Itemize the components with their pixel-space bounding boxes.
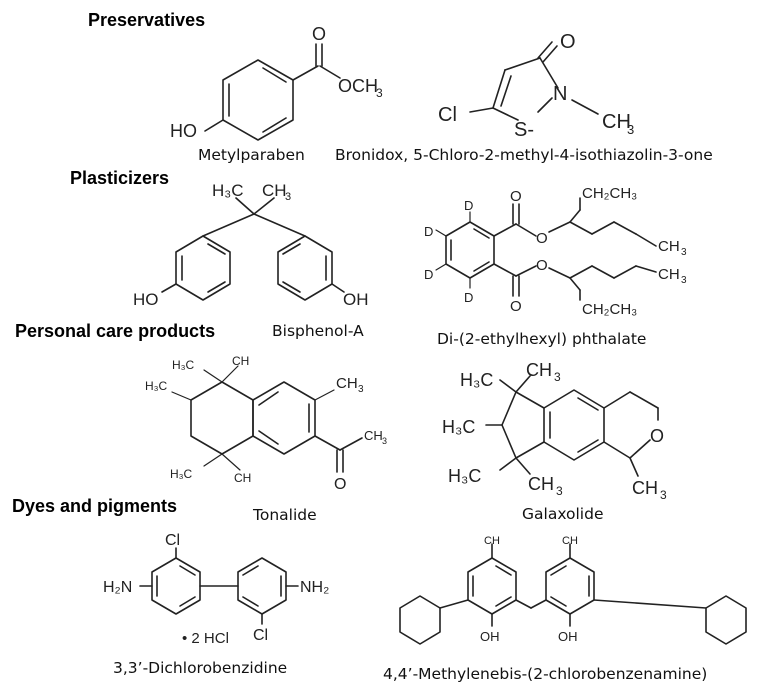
atom-o: O bbox=[650, 426, 664, 446]
atom-ch3: CH bbox=[602, 111, 631, 133]
atom-d: D bbox=[464, 198, 473, 213]
atom-ch3: CH bbox=[528, 474, 554, 494]
atom-sub: 3 bbox=[376, 86, 383, 100]
atom-cl: Cl bbox=[253, 627, 268, 644]
atom-o: O bbox=[536, 257, 548, 274]
atom-ch3: CH bbox=[232, 354, 249, 368]
atom-h3c: H₃C bbox=[448, 466, 481, 486]
atom-cl: Cl bbox=[165, 532, 180, 549]
atom-oh: OH bbox=[480, 629, 500, 644]
section-personal-care: Personal care products bbox=[15, 321, 216, 341]
atom-sub: 3 bbox=[681, 247, 687, 258]
atom-oh: OH bbox=[343, 290, 369, 309]
atom-ho: HO bbox=[170, 121, 197, 141]
atom-och3: OCH bbox=[338, 76, 378, 96]
atom-h3c: H₃C bbox=[170, 467, 193, 481]
atom-ch3: CH bbox=[658, 266, 680, 283]
structure-dehp: D D D D O O O O CH₂CH₃ CH 3 bbox=[424, 185, 687, 318]
section-dyes-pigments: Dyes and pigments bbox=[12, 496, 178, 516]
atom-sub: 3 bbox=[554, 370, 561, 384]
structure-metylparaben: O OCH 3 HO bbox=[170, 24, 383, 141]
caption-dehp: Di-(2-ethylhexyl) phthalate bbox=[437, 330, 647, 348]
atom-ch2ch3: CH₂CH₃ bbox=[582, 185, 637, 202]
atom-ch3: CH bbox=[562, 535, 578, 547]
atom-ch3: CH bbox=[336, 375, 358, 392]
atom-sub: 3 bbox=[681, 275, 687, 286]
section-preservatives: Preservatives bbox=[88, 10, 206, 30]
structure-methylenebis: CH CH OH OH bbox=[399, 535, 747, 645]
atom-o: O bbox=[510, 298, 522, 315]
structure-galaxolide: H₃C CH 3 H₃C H₃C CH 3 O CH 3 bbox=[442, 360, 667, 502]
atom-ch2ch3: CH₂CH₃ bbox=[582, 301, 637, 318]
atom-h2n: H₂N bbox=[103, 579, 132, 596]
atom-d: D bbox=[424, 224, 433, 239]
caption-tonalide: Tonalide bbox=[253, 506, 317, 524]
atom-ch3: CH bbox=[262, 181, 287, 200]
atom-sub: 3 bbox=[660, 488, 667, 502]
atom-o: O bbox=[312, 24, 326, 44]
atom-ch3: CH bbox=[632, 478, 658, 498]
atom-ch3: CH bbox=[658, 238, 680, 255]
caption-bisphenol-a: Bisphenol-A bbox=[272, 322, 364, 340]
atom-n: N bbox=[553, 83, 567, 105]
atom-ch3: CH bbox=[484, 535, 500, 547]
structure-bronidox: O N S- Cl CH 3 bbox=[438, 31, 634, 141]
atom-s: S- bbox=[514, 119, 534, 141]
atom-o: O bbox=[510, 188, 522, 205]
structure-bisphenol-a: H₃C CH 3 HO OH bbox=[133, 181, 369, 309]
atom-ho: HO bbox=[133, 290, 159, 309]
atom-h3c: H₃C bbox=[460, 370, 493, 390]
atom-cl: Cl bbox=[438, 104, 457, 126]
atom-ch3: CH bbox=[526, 360, 552, 380]
atom-h3c: H₃C bbox=[212, 181, 243, 200]
atom-sub: 3 bbox=[382, 436, 387, 446]
atom-d: D bbox=[424, 267, 433, 282]
section-plasticizers: Plasticizers bbox=[70, 168, 170, 188]
structure-tonalide: H₃C CH H₃C CH 3 H₃C CH CH 3 O bbox=[145, 354, 387, 493]
structure-dichlorobenzidine: Cl Cl H₂N NH₂ • 2 HCl bbox=[103, 532, 329, 647]
atom-oh: OH bbox=[558, 629, 578, 644]
atom-o: O bbox=[560, 31, 576, 53]
atom-nh2: NH₂ bbox=[300, 579, 329, 596]
caption-galaxolide: Galaxolide bbox=[522, 505, 604, 523]
atom-sub: 3 bbox=[285, 191, 291, 203]
atom-h3c: H₃C bbox=[145, 379, 168, 393]
atom-h3c: H₃C bbox=[442, 417, 475, 437]
atom-sub: 3 bbox=[358, 384, 364, 395]
caption-methylenebis: 4,4’-Methylenebis-(2-chlorobenzenamine) bbox=[383, 665, 708, 683]
atom-ch3: CH bbox=[234, 471, 251, 485]
atom-ch3: CH bbox=[364, 428, 383, 443]
caption-dichlorobenzidine: 3,3’-Dichlorobenzidine bbox=[113, 659, 288, 677]
atom-o: O bbox=[536, 230, 548, 247]
salt-2hcl: • 2 HCl bbox=[182, 630, 229, 647]
atom-h3c: H₃C bbox=[172, 358, 195, 372]
atom-o: O bbox=[334, 476, 346, 493]
atom-sub: 3 bbox=[627, 122, 634, 137]
caption-metylparaben: Metylparaben bbox=[198, 146, 305, 164]
atom-sub: 3 bbox=[556, 484, 563, 498]
caption-bronidox: Bronidox, 5-Chloro-2-methyl-4-isothiazol… bbox=[335, 146, 713, 164]
atom-d: D bbox=[464, 290, 473, 305]
